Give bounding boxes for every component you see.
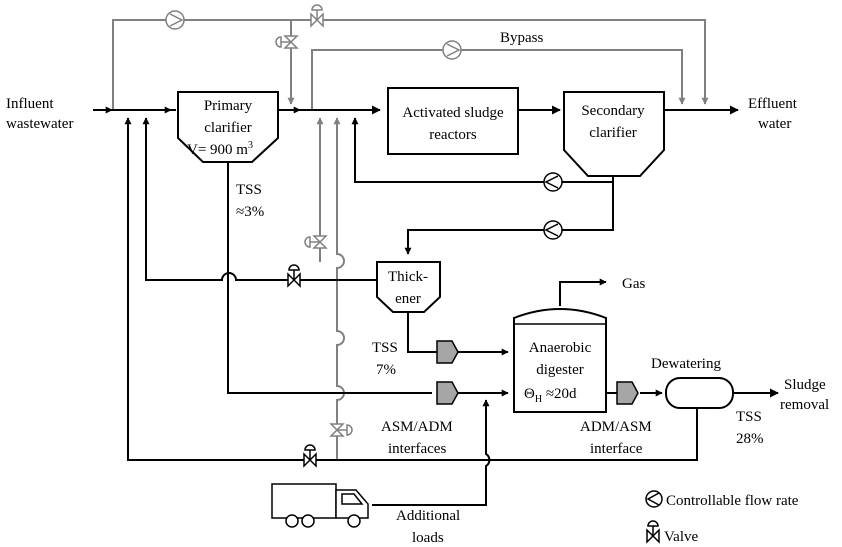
additional-loads-line bbox=[372, 399, 491, 506]
asm-adm-interface-top bbox=[436, 340, 459, 364]
activated-sludge-reactors: Activated sludge reactors bbox=[387, 87, 519, 155]
thickener: Thick- ener bbox=[376, 261, 441, 313]
thickener-label-2: ener bbox=[395, 291, 421, 307]
tss-thick-label-1: TSS bbox=[372, 340, 398, 356]
main-flow-lines bbox=[93, 105, 779, 506]
primary-clarifier: Primary clarifier V= 900 m3 bbox=[177, 91, 279, 163]
asm-adm-interface-bottom bbox=[436, 381, 459, 405]
dewatering-shape bbox=[665, 377, 734, 409]
was-line bbox=[404, 176, 614, 255]
tss-primary-label-2: ≈3% bbox=[236, 204, 264, 220]
tss-primary-label-1: TSS bbox=[236, 182, 262, 198]
secondary-clarifier: Secondary clarifier bbox=[563, 91, 665, 177]
digester-theta: Θ bbox=[524, 386, 535, 402]
primary-volume-text: V= 900 m bbox=[187, 142, 248, 158]
primary-clarifier-label-1: Primary bbox=[204, 98, 253, 114]
adm-asm-label-1: ADM/ASM bbox=[580, 419, 652, 435]
tss-thick-label-2: 7% bbox=[376, 362, 396, 378]
secondary-label-1: Secondary bbox=[581, 103, 645, 119]
digester-label-1: Anaerobic bbox=[529, 340, 592, 356]
primary-clarifier-volume: V= 900 m3 bbox=[187, 140, 253, 158]
sludge-removal-label-2: removal bbox=[780, 397, 829, 413]
digester-theta-sub: H bbox=[535, 394, 542, 405]
valve-icon[interactable] bbox=[287, 264, 301, 288]
anaerobic-digester: Anaerobic digester ΘH ≈20d bbox=[513, 308, 607, 413]
valve-icon[interactable] bbox=[275, 35, 299, 49]
thickener-shape bbox=[376, 261, 441, 313]
bypass-label: Bypass bbox=[500, 30, 544, 46]
valve-icon[interactable] bbox=[303, 444, 317, 468]
primary-volume-sup: 3 bbox=[248, 140, 253, 151]
controllable-pump-icon[interactable] bbox=[442, 40, 462, 60]
thickener-sludge-line bbox=[407, 312, 437, 353]
primary-clarifier-shape bbox=[177, 91, 279, 163]
additional-loads-label-2: loads bbox=[412, 530, 444, 546]
legend: Controllable flow rate Valve bbox=[645, 490, 799, 545]
pumps bbox=[165, 10, 563, 240]
valves bbox=[275, 4, 353, 468]
legend-valve-icon bbox=[646, 520, 660, 544]
dewatering-return-line bbox=[333, 117, 345, 460]
asr-label-2: reactors bbox=[429, 127, 477, 143]
additional-loads-label-1: Additional bbox=[396, 508, 460, 524]
influent-label-1: Influent bbox=[6, 96, 54, 112]
primary-clarifier-label-2: clarifier bbox=[204, 120, 251, 136]
effluent-label-2: water bbox=[758, 116, 791, 132]
secondary-clarifier-shape bbox=[563, 91, 665, 177]
ras-line bbox=[351, 117, 613, 183]
dewatering-unit bbox=[665, 377, 734, 409]
influent-label-2: wastewater bbox=[6, 116, 73, 132]
outer-bypass-line bbox=[112, 19, 709, 110]
controllable-pump-icon[interactable] bbox=[543, 220, 563, 240]
dewatering-label: Dewatering bbox=[651, 356, 721, 372]
reject-water-line bbox=[124, 117, 698, 461]
controllable-pump-icon[interactable] bbox=[543, 172, 563, 192]
inner-bypass-line bbox=[311, 49, 686, 110]
adm-asm-interface bbox=[616, 381, 639, 405]
valve-icon[interactable] bbox=[304, 235, 328, 249]
tss-dewater-label-1: TSS bbox=[736, 409, 762, 425]
controllable-pump-icon[interactable] bbox=[165, 10, 185, 30]
digester-hrt-value: ≈20d bbox=[542, 386, 577, 402]
secondary-label-2: clarifier bbox=[589, 125, 636, 141]
valve-icon[interactable] bbox=[310, 4, 324, 28]
gas-line bbox=[559, 278, 607, 306]
thickener-label-1: Thick- bbox=[388, 269, 428, 285]
legend-valve-label: Valve bbox=[664, 529, 698, 545]
tss-dewater-label-2: 28% bbox=[736, 431, 764, 447]
digester-shape bbox=[513, 308, 607, 413]
sludge-removal-label-1: Sludge bbox=[784, 377, 826, 393]
primary-sludge-line bbox=[227, 162, 432, 394]
valve-icon[interactable] bbox=[329, 423, 353, 437]
legend-pump-label: Controllable flow rate bbox=[666, 493, 799, 509]
legend-pump-icon bbox=[645, 490, 663, 508]
asr-label-1: Activated sludge bbox=[402, 105, 504, 121]
asr-box bbox=[387, 87, 519, 155]
asm-adm-label-2: interfaces bbox=[388, 441, 446, 457]
interface-blocks bbox=[436, 340, 639, 405]
asm-adm-label-1: ASM/ADM bbox=[381, 419, 453, 435]
gas-label: Gas bbox=[622, 276, 645, 292]
digester-label-2: digester bbox=[536, 362, 583, 378]
digester-hrt: ΘH ≈20d bbox=[524, 386, 577, 405]
adm-asm-label-2: interface bbox=[590, 441, 643, 457]
truck-icon bbox=[271, 483, 369, 528]
effluent-label-1: Effluent bbox=[748, 96, 798, 112]
